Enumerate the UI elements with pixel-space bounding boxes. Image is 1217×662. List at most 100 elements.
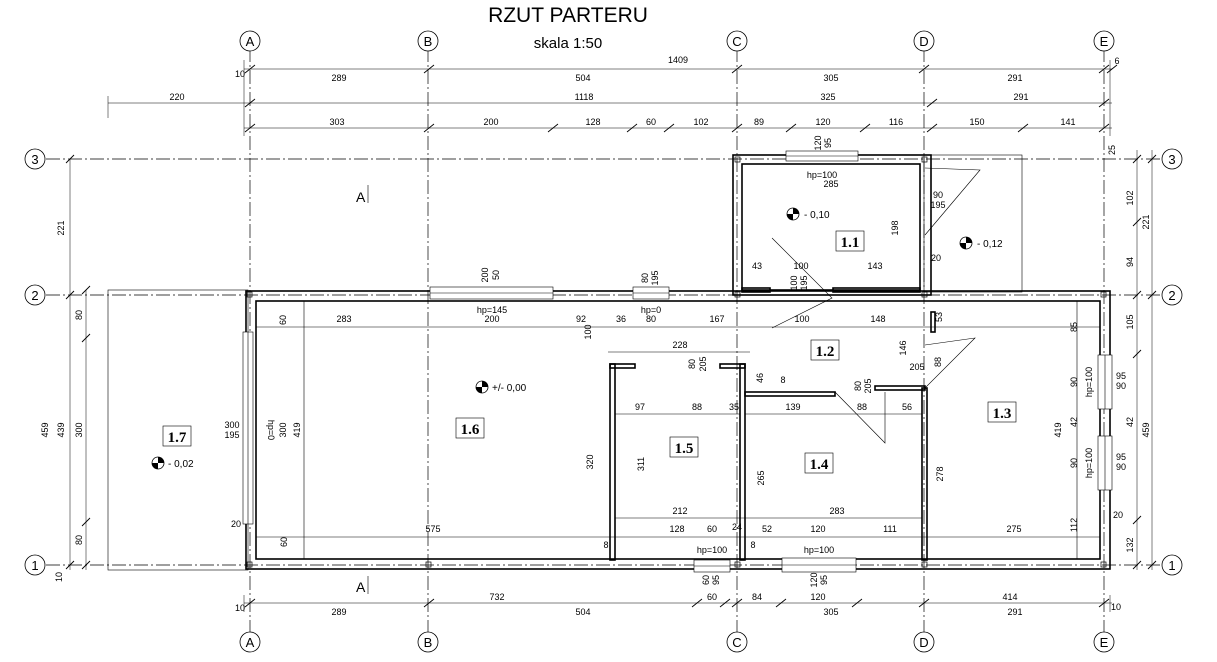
dim-text: 205 xyxy=(698,356,708,371)
dimension-text-top: 10 289 504 1409 305 291 6 220 1118 325 2… xyxy=(169,55,1119,127)
dim-text: 116 xyxy=(889,117,903,127)
axis-bubbles-sides: 3 2 1 3 2 1 xyxy=(24,148,1183,576)
axis-label: E xyxy=(1100,34,1109,49)
dim-text: 146 xyxy=(898,340,908,355)
dim-text: 50 xyxy=(491,270,501,280)
room-label: 1.6 xyxy=(461,422,480,438)
level-marker-icon xyxy=(959,236,973,250)
axis-bubbles-bottom: A B C D E xyxy=(239,631,1115,653)
dim-text: 132 xyxy=(1125,537,1135,552)
dim-text: 105 xyxy=(1125,314,1135,329)
dim-text: 504 xyxy=(575,73,590,83)
axis-label: 2 xyxy=(31,288,38,303)
axis-label: E xyxy=(1100,635,1109,650)
dim-text: 20 xyxy=(231,519,241,529)
dim-text: 300 xyxy=(74,422,84,437)
dim-text: 112 xyxy=(1069,518,1079,532)
dim-text: 25 xyxy=(1107,145,1117,155)
dim-text: 221 xyxy=(1141,214,1151,229)
drawing-scale: skala 1:50 xyxy=(534,35,602,52)
dim-text: 53 xyxy=(934,312,944,322)
dim-text: 200 xyxy=(484,314,499,324)
dim-text: 414 xyxy=(1002,592,1017,602)
dim-text: 283 xyxy=(829,506,844,516)
axis-bubble xyxy=(913,30,935,52)
dim-text: 278 xyxy=(935,466,945,481)
dim-text: 419 xyxy=(292,422,302,437)
dim-text: 289 xyxy=(331,607,346,617)
dim-text: 325 xyxy=(820,92,835,102)
dim-text: 90 xyxy=(1116,462,1126,472)
dim-text: 60 xyxy=(278,315,288,325)
dimension-text-sides: 221 459 439 80 300 80 10 25 102 94 221 1… xyxy=(40,145,1151,582)
room-label: 1.2 xyxy=(816,344,835,360)
dim-text: 8 xyxy=(750,540,755,550)
dim-text: 8 xyxy=(780,375,785,385)
axis-bubble xyxy=(239,30,261,52)
dim-text: 195 xyxy=(799,275,809,290)
dim-text: 88 xyxy=(857,402,867,412)
dim-text: 291 xyxy=(1007,607,1022,617)
dim-text: 97 xyxy=(635,402,645,412)
dim-text: 10 xyxy=(235,69,245,79)
dim-text: 90 xyxy=(933,190,943,200)
axis-bubble xyxy=(24,148,46,170)
dim-text: 143 xyxy=(867,261,882,271)
dim-text: 20 xyxy=(1113,510,1123,520)
dimension-text-bottom: 10 289 732 504 60 84 120 305 414 291 10 xyxy=(235,592,1121,617)
dim-text: 141 xyxy=(1060,117,1075,127)
dim-text: 92 xyxy=(576,314,586,324)
dim-text: 1409 xyxy=(668,55,688,65)
dim-text: 88 xyxy=(692,402,702,412)
axis-bubble xyxy=(1161,284,1183,306)
dim-text: 10 xyxy=(54,572,64,582)
axis-label: B xyxy=(424,635,433,650)
dim-text: 60 xyxy=(279,537,289,547)
dim-text: 95 xyxy=(1116,371,1126,381)
dim-text: 283 xyxy=(336,314,351,324)
interior-dimensions: 120 95 285 90 195 198 20 43 100 143 100 … xyxy=(224,135,1135,587)
opening-height: hp=100 xyxy=(697,545,727,555)
dim-text: 150 xyxy=(969,117,984,127)
dim-text: 10 xyxy=(235,603,245,613)
dim-text: 732 xyxy=(489,592,504,602)
outdoor-area-outline xyxy=(923,154,1023,293)
opening-height: hp=100 xyxy=(1084,448,1094,478)
level-text: - 0,12 xyxy=(977,239,1003,250)
dim-text: 228 xyxy=(672,340,687,350)
dim-text: 43 xyxy=(752,261,762,271)
dim-text: 195 xyxy=(224,430,239,440)
dim-text: 167 xyxy=(709,314,724,324)
dim-text: 95 xyxy=(711,575,721,585)
dim-text: 100 xyxy=(793,261,808,271)
axis-label: D xyxy=(919,34,928,49)
dim-text: 305 xyxy=(823,607,838,617)
finish-lines xyxy=(256,301,1100,559)
dim-text: 275 xyxy=(1006,524,1021,534)
axis-bubble xyxy=(1093,631,1115,653)
dim-text: 80 xyxy=(646,314,656,324)
dim-text: 52 xyxy=(762,524,772,534)
dim-text: 300 xyxy=(278,422,288,437)
axis-label: 3 xyxy=(1168,152,1175,167)
dim-text: 6 xyxy=(1114,56,1119,66)
dim-text: 575 xyxy=(425,524,440,534)
dim-text: 89 xyxy=(754,117,764,127)
dim-text: 128 xyxy=(585,117,600,127)
dim-text: 221 xyxy=(56,220,66,235)
dim-text: 80 xyxy=(640,273,650,283)
axis-bubble xyxy=(24,554,46,576)
dim-text: 212 xyxy=(672,506,687,516)
axis-bubble xyxy=(726,30,748,52)
dim-text: 459 xyxy=(40,422,50,437)
dim-text: 205 xyxy=(863,378,873,393)
section-mark-top: A xyxy=(356,189,366,205)
axis-bubble xyxy=(1093,30,1115,52)
dim-text: 80 xyxy=(74,535,84,545)
axis-label: A xyxy=(246,635,255,650)
dim-text: 100 xyxy=(583,324,593,339)
dim-text: 128 xyxy=(669,524,684,534)
dim-text: 291 xyxy=(1013,92,1028,102)
dim-text: 439 xyxy=(56,422,66,437)
